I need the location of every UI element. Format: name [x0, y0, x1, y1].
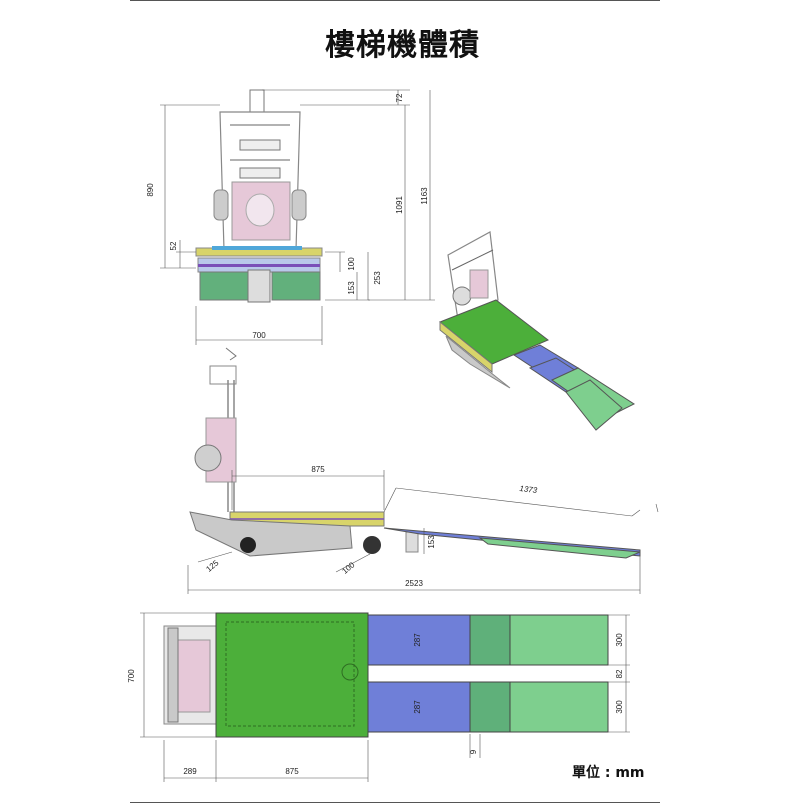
dim-72: 72	[395, 93, 404, 102]
dim-2523: 2523	[405, 579, 423, 588]
dim-300-upper: 300	[615, 633, 624, 647]
dim-153-side: 153	[427, 535, 436, 549]
top-rule	[130, 0, 660, 1]
isometric-view	[439, 231, 636, 431]
dim-1091: 1091	[395, 196, 404, 214]
page-title: 樓梯機體積	[325, 28, 480, 63]
dim-153: 153	[347, 281, 356, 295]
dim-700-front: 700	[252, 331, 266, 340]
top-view: 700 289 875 287 287 300 82 300 9	[127, 612, 630, 782]
unit-label: 單位 : mm	[572, 765, 645, 781]
bottom-rule	[130, 802, 660, 803]
dim-287-upper: 287	[413, 633, 422, 647]
dim-875-top: 875	[285, 767, 299, 776]
dim-700-top: 700	[127, 669, 136, 683]
dim-100: 100	[347, 257, 356, 271]
dim-300-lower: 300	[615, 700, 624, 714]
front-view: 890 52 100 153 253 72 1091 1163 700	[146, 89, 435, 345]
dim-890: 890	[146, 183, 155, 197]
dim-9: 9	[469, 749, 478, 754]
dim-287-lower: 287	[413, 700, 422, 714]
dim-52: 52	[169, 241, 178, 250]
dim-875-side: 875	[311, 465, 325, 474]
dim-253: 253	[373, 271, 382, 285]
dim-125: 125	[204, 558, 220, 574]
dim-82: 82	[615, 669, 624, 678]
dim-1373: 1373	[519, 484, 538, 495]
side-view: 875 1373 153 125 100 2523	[187, 347, 659, 594]
dim-1163: 1163	[420, 187, 429, 205]
dim-289: 289	[183, 767, 197, 776]
